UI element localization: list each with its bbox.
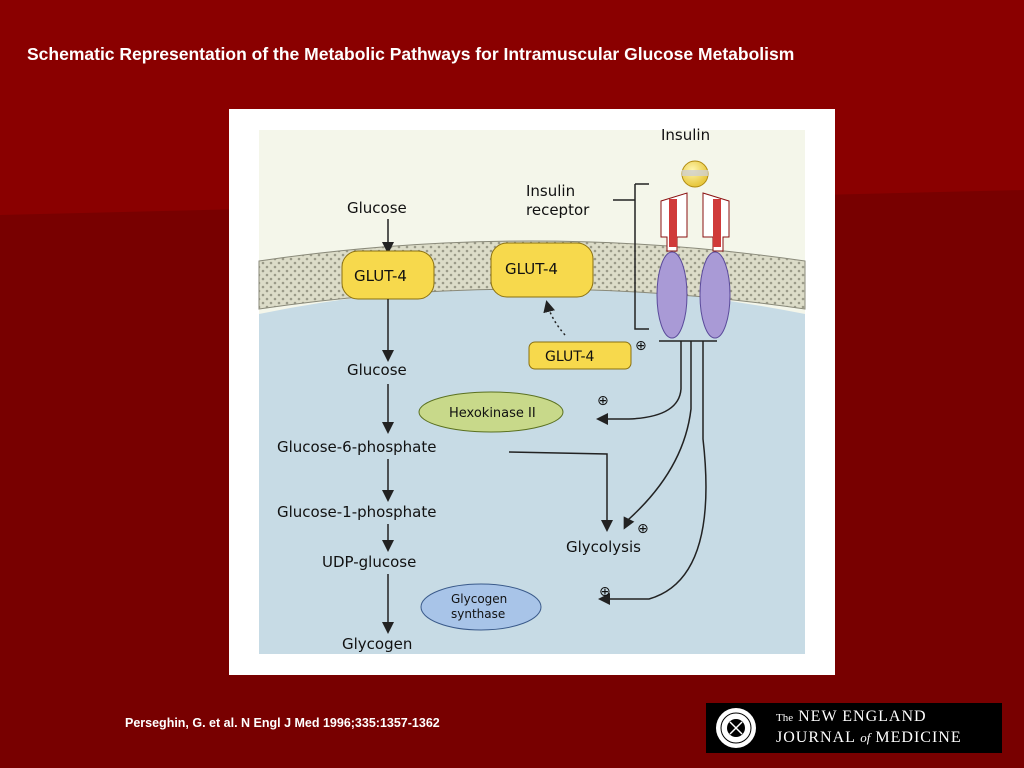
plus-sign-hexokinase: ⊕	[597, 393, 609, 409]
glut4-membrane-right	[490, 242, 594, 298]
glut4-vesicle	[528, 341, 632, 370]
glut4-vesicle-label: GLUT-4	[545, 349, 595, 365]
diagram-figure: Insulin Insulin receptor Glucose GLUT-4 …	[229, 109, 835, 675]
insulin-molecule-band	[682, 170, 708, 176]
insulin-label: Insulin	[661, 126, 710, 144]
signal-line-to-glycolysis	[623, 341, 692, 530]
glycolysis-label: Glycolysis	[566, 538, 641, 556]
glucose-inside-label: Glucose	[347, 361, 407, 379]
arrow-g6p-to-glycolysis	[508, 451, 613, 532]
slide-title: Schematic Representation of the Metaboli…	[27, 44, 795, 64]
receptor-bracket	[613, 183, 649, 330]
citation-text: Perseghin, G. et al. N Engl J Med 1996;3…	[125, 716, 440, 730]
plus-sign-glut4: ⊕	[635, 338, 647, 354]
cytoplasm-area	[259, 286, 805, 654]
signal-line-to-hexokinase	[596, 341, 682, 425]
glycogen-synthase-label-line2: synthase	[451, 607, 505, 621]
glucose-6-phosphate-label: Glucose-6-phosphate	[277, 438, 437, 456]
signal-line-to-glycogen-synthase	[598, 341, 707, 605]
journal-name-line2: JOURNAL of MEDICINE	[776, 729, 962, 746]
glycogen-label: Glycogen	[342, 635, 412, 653]
insulin-receptor	[656, 192, 731, 339]
insulin-receptor-label-line1: Insulin	[526, 182, 575, 200]
journal-seal-icon	[716, 708, 756, 748]
glut4-membrane-right-label: GLUT-4	[505, 260, 558, 278]
plus-sign-glycolysis: ⊕	[637, 521, 649, 537]
glycogen-synthase-enzyme	[420, 583, 542, 631]
hexokinase-ii-label: Hexokinase II	[449, 406, 536, 421]
insulin-receptor-label-line2: receptor	[526, 201, 590, 219]
glut4-membrane-left-label: GLUT-4	[354, 267, 407, 285]
plus-sign-glycogen-synthase: ⊕	[599, 584, 611, 600]
glycogen-synthase-label-line1: Glycogen	[451, 592, 507, 606]
glucose-1-phosphate-label: Glucose-1-phosphate	[277, 503, 437, 521]
hexokinase-ii-enzyme	[418, 391, 564, 433]
glucose-outside-label: Glucose	[347, 199, 407, 217]
journal-name-line1: The NEW ENGLAND	[776, 708, 927, 725]
udp-glucose-label: UDP-glucose	[322, 553, 416, 571]
nejm-logo: The NEW ENGLAND JOURNAL of MEDICINE	[706, 703, 1002, 753]
metabolic-pathway-diagram: Insulin Insulin receptor Glucose GLUT-4 …	[258, 126, 806, 654]
